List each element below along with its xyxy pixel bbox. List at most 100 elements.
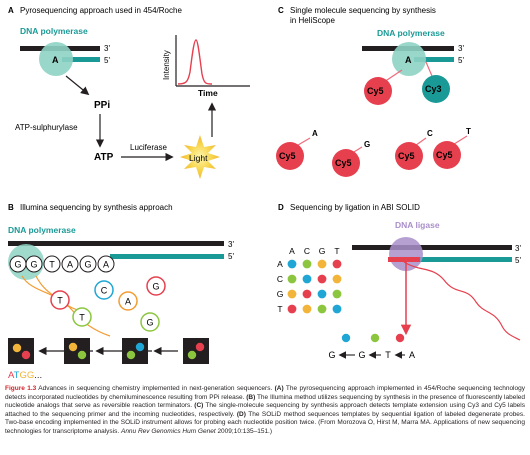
panel-c-5prime: 5' [458, 56, 464, 65]
panel-c-3prime: 3' [458, 44, 464, 53]
template-base-circle [25, 255, 43, 273]
template-base-letter: G [14, 260, 21, 270]
panel-a-sulphurylase: ATP-sulphurylase [15, 123, 78, 132]
panel-a-plot-xlabel: Time [198, 88, 218, 98]
panel-b-spot [126, 350, 136, 360]
panel-d-letter: D [278, 203, 284, 212]
caption-journal: Annu Rev Genomics Hum Genet [120, 427, 216, 435]
free-nucleotide-circle [72, 307, 92, 327]
panel-a-title: Pyrosequencing approach used in 454/Roch… [20, 6, 182, 15]
free-nucleotide-letter: G [152, 282, 159, 292]
panel-a: A Pyrosequencing approach used in 454/Ro… [8, 6, 250, 179]
read-letter: G [19, 370, 26, 381]
panel-b-primer-strand [110, 254, 224, 259]
panel-b-5prime: 5' [228, 252, 234, 261]
caption-b-text: The Illumina method utilizes sequencing … [5, 393, 525, 410]
panel-c-link-cy3 [425, 61, 433, 77]
matrix-color-dot [287, 274, 297, 284]
panel-c-free-base-a: A [312, 129, 318, 138]
free-nucleotide-circle [140, 312, 160, 332]
panel-a-primer-strand [62, 57, 100, 62]
free-nucleotide-circle [146, 276, 166, 296]
panel-b-title: Illumina sequencing by synthesis approac… [20, 203, 173, 212]
panel-b-readout [8, 338, 209, 364]
panel-a-intensity-peak [177, 39, 213, 85]
matrix-color-dot [317, 304, 327, 314]
panel-b-image-1 [8, 338, 34, 364]
figure-diagram: A Pyrosequencing approach used in 454/Ro… [8, 6, 522, 381]
caption-c-label: (C) [194, 402, 204, 410]
matrix-color-dot [317, 259, 327, 269]
matrix-col-header: A [289, 246, 295, 256]
panel-a-luciferase: Luciferase [130, 143, 167, 152]
matrix-color-dot [332, 289, 342, 299]
panel-c-free-base-t: T [466, 127, 471, 136]
matrix-color-dot [332, 274, 342, 284]
free-nucleotide-circle [50, 290, 70, 310]
panel-d-probe-tail [403, 261, 521, 341]
panel-a-arrow-ppi [65, 75, 90, 96]
matrix-color-dot [302, 274, 312, 284]
decoded-letter: G [328, 350, 335, 360]
template-base-circle [97, 255, 115, 273]
panel-b-spot [68, 342, 78, 352]
panel-c-free-cy5-a-label: Cy5 [279, 151, 296, 161]
panel-b-image-3 [122, 338, 148, 364]
matrix-row-header: T [277, 304, 282, 314]
panel-c-cy3-bound-label: Cy3 [425, 84, 442, 94]
read-letter: G [27, 370, 34, 381]
panel-d-5prime: 5' [515, 256, 521, 265]
template-base-letter: G [30, 260, 37, 270]
panel-b: B Illumina sequencing by synthesis appro… [8, 203, 234, 381]
panel-d: D Sequencing by ligation in ABI SOLID DN… [277, 203, 522, 360]
matrix-color-dot [287, 304, 297, 314]
panel-c-cy5-bound-label: Cy5 [367, 86, 384, 96]
caption-a-text: The pyrosequencing approach implemented … [5, 385, 525, 401]
panel-c-free-cy5-t-label: Cy5 [436, 150, 453, 160]
caption-a-label: (A) [274, 385, 284, 392]
free-nucleotide-letter: T [57, 296, 63, 306]
caption-citation-end: 2009;10:135–151.) [215, 427, 273, 435]
panel-a-5prime: 5' [104, 56, 110, 65]
decoded-letter: G [358, 350, 365, 360]
panel-d-primer-strand [420, 257, 512, 262]
panel-d-template-strand [352, 245, 512, 250]
panel-d-probe [388, 257, 420, 262]
panel-a-polymerase [39, 42, 73, 76]
template-base-letter: A [103, 260, 109, 270]
decoded-letter: T [385, 350, 391, 360]
panel-c-cy5-bound [364, 77, 392, 105]
panel-a-base: A [52, 55, 59, 65]
matrix-color-dot [317, 274, 327, 284]
caption-label: Figure 1.3 [5, 385, 37, 392]
decoded-color-dot [341, 333, 351, 343]
panel-c: C Single molecule sequencing by synthesi… [276, 6, 471, 177]
matrix-color-dot [302, 259, 312, 269]
panel-a-light-burst [180, 135, 220, 179]
panel-b-tail-2 [35, 275, 111, 337]
panel-d-3prime: 3' [515, 244, 521, 253]
matrix-color-dot [332, 259, 342, 269]
panel-a-plot-ylabel: Intensity [162, 50, 171, 80]
free-nucleotide-letter: C [101, 286, 108, 296]
panel-c-free-cy5-g-label: Cy5 [335, 158, 352, 168]
panel-a-letter: A [8, 6, 14, 15]
panel-b-image-4 [183, 338, 209, 364]
caption-d-text: The SOLiD method sequences templates by … [5, 410, 525, 435]
free-nucleotide-letter: T [79, 313, 85, 323]
matrix-color-dot [287, 289, 297, 299]
panel-c-free-base-g: G [364, 140, 370, 149]
panel-b-spot [12, 343, 22, 353]
panel-b-spot [21, 350, 31, 360]
panel-c-free-cy5-c-label: Cy5 [398, 151, 415, 161]
panel-d-ligase [389, 237, 423, 271]
matrix-col-header: C [304, 246, 310, 256]
template-base-letter: A [67, 260, 73, 270]
decoded-color-dot [395, 333, 405, 343]
panel-c-base: A [405, 55, 412, 65]
panel-c-link-cy5 [383, 69, 403, 83]
